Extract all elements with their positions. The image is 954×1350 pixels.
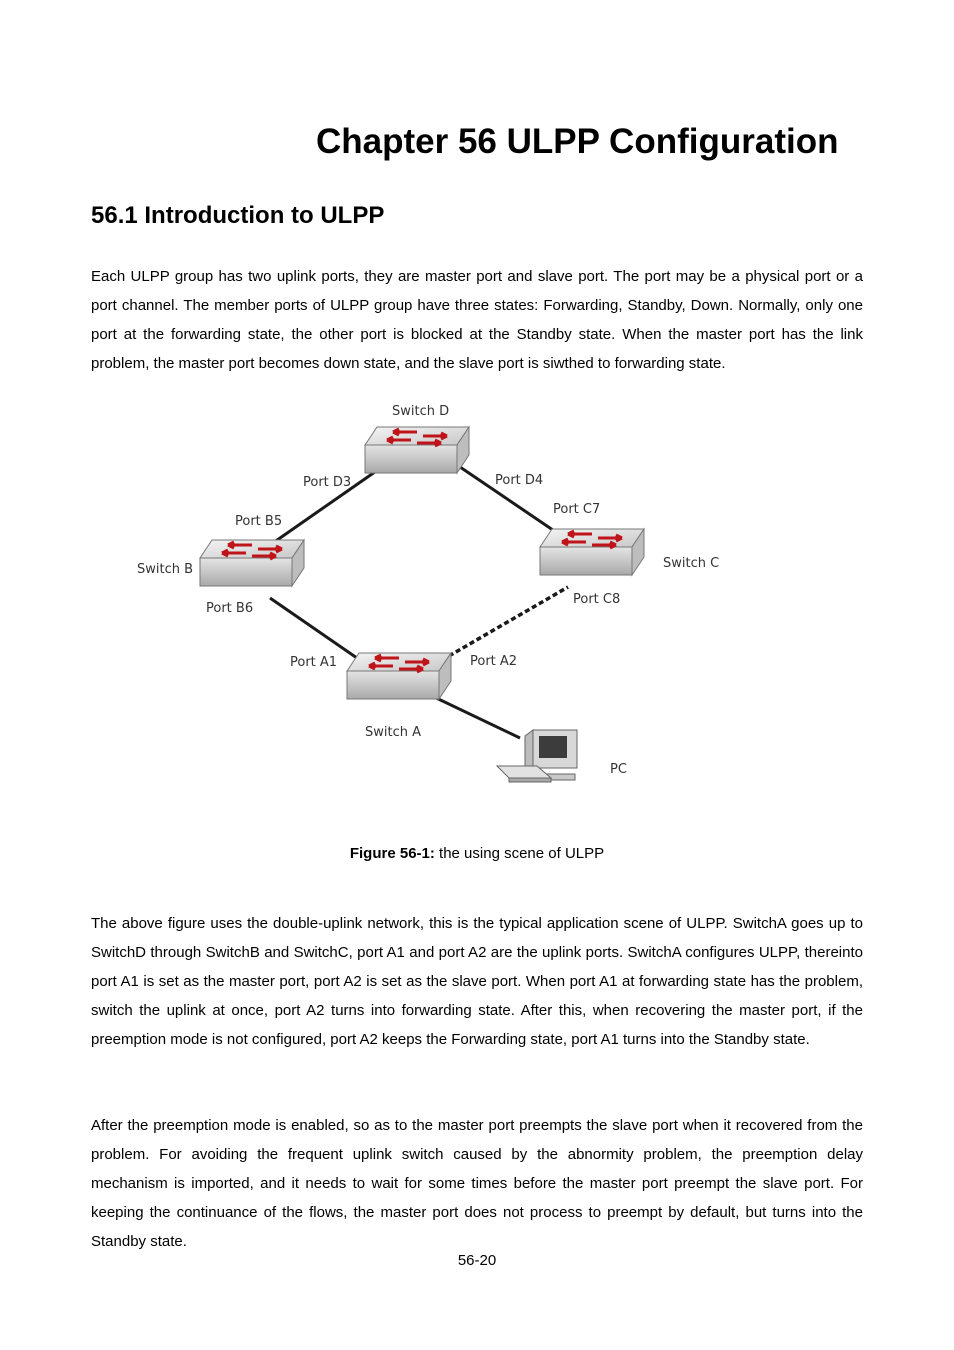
port-d4-label: Port D4 — [495, 473, 543, 488]
scenario-paragraph: The above figure uses the double-uplink … — [91, 915, 863, 1048]
figure-caption-label: Figure 56-1: — [349, 845, 435, 862]
chapter-title: Chapter 56 ULPP Configuration — [316, 122, 839, 161]
pc-icon — [495, 729, 578, 783]
link-b6-a1 — [269, 596, 371, 669]
port-d3-label: Port D3 — [303, 475, 351, 490]
link-d3-b5 — [269, 465, 383, 547]
preemption-paragraph: After the preemption mode is enabled, so… — [91, 1117, 863, 1250]
port-b6-label: Port B6 — [206, 601, 253, 616]
switch-c-label: Switch C — [663, 556, 719, 571]
figure-caption-text: the using scene of ULPP — [434, 845, 605, 862]
switch-d-label: Switch D — [392, 404, 449, 419]
section-title: 56.1 Introduction to ULPP — [91, 202, 385, 229]
switch-d-icon — [363, 425, 471, 475]
port-c7-label: Port C7 — [553, 502, 600, 517]
switch-c-icon — [538, 527, 646, 577]
port-a2-label: Port A2 — [470, 654, 517, 669]
intro-paragraph: Each ULPP group has two uplink ports, th… — [91, 268, 863, 372]
switch-a-icon — [345, 651, 453, 701]
topology-diagram: Switch D Port D3 Port D4 Port B5 Port C7… — [137, 404, 719, 783]
link-a-pc — [429, 693, 521, 740]
port-c8-label: Port C8 — [573, 592, 620, 607]
pc-label: PC — [610, 762, 627, 777]
port-a1-label: Port A1 — [290, 655, 337, 670]
link-a2-c8-standby — [441, 585, 569, 662]
switch-b-label: Switch B — [137, 562, 193, 577]
port-b5-label: Port B5 — [235, 514, 282, 529]
switch-a-label: Switch A — [365, 725, 421, 740]
switch-b-icon — [198, 538, 306, 588]
page-number: 56-20 — [457, 1252, 497, 1269]
figure-caption: Figure 56-1: the using scene of ULPP — [0, 844, 954, 864]
ulpp-topology-figure: Switch D Port D3 Port D4 Port B5 Port C7… — [120, 395, 740, 800]
